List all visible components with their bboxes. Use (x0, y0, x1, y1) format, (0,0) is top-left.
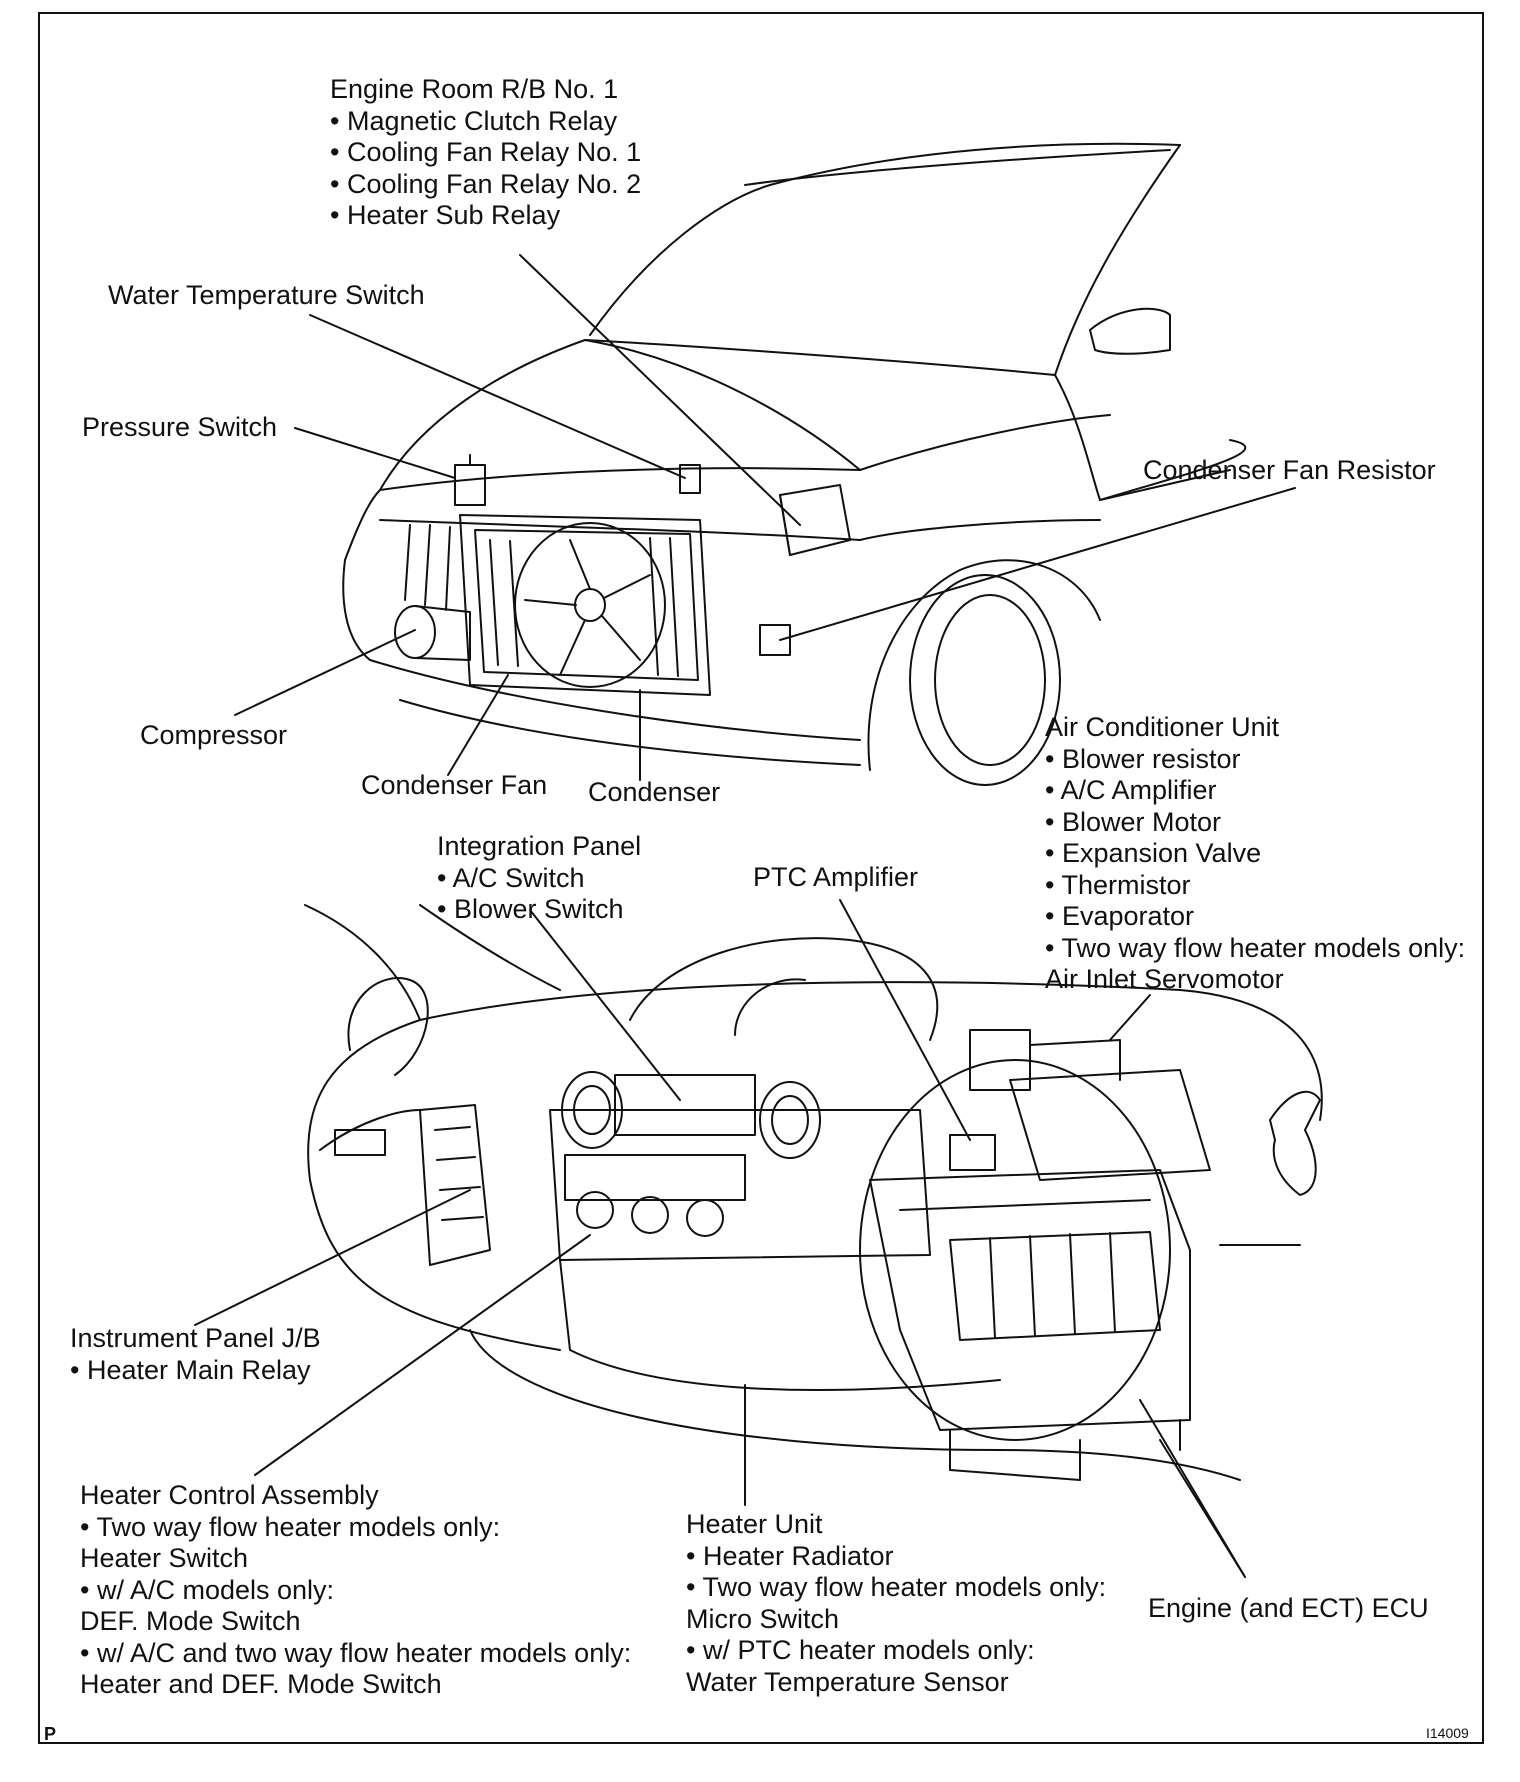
leader-lines-lower (194, 899, 1246, 1578)
compressor-label: Compressor (140, 720, 288, 750)
condenser-label: Condenser (588, 777, 721, 807)
pressure-switch-part (454, 454, 486, 506)
compressor-body (394, 605, 471, 661)
condenser-fan-resistor-part (759, 624, 791, 656)
condenser-fan-resistor-label: Condenser Fan Resistor (1143, 455, 1436, 485)
corner-mark: P (44, 1724, 57, 1744)
diagram-frame (38, 12, 1484, 1744)
relay-block-part (779, 484, 851, 556)
condenser-fan-label: Condenser Fan (361, 770, 548, 800)
car-body-outline (342, 142, 1247, 786)
figure-id: I14009 (1426, 1725, 1469, 1741)
heater-unit-label: Heater Unit • Heater Radiator • Two way … (686, 1509, 1107, 1697)
instrument-panel-jb-label: Instrument Panel J/B • Heater Main Relay (70, 1323, 321, 1385)
leader-lines-upper (234, 254, 1296, 781)
integration-panel-label: Integration Panel • A/C Switch • Blower … (437, 831, 642, 924)
engine-ecu-label: Engine (and ECT) ECU (1148, 1593, 1429, 1623)
heater-ac-unit-body (859, 1029, 1321, 1481)
ptc-amplifier-label: PTC Amplifier (753, 862, 919, 892)
water-temperature-switch-part (679, 464, 701, 494)
air-conditioner-unit-label: Air Conditioner Unit • Blower resistor •… (1045, 712, 1466, 994)
water-temperature-switch-label: Water Temperature Switch (108, 280, 425, 310)
pressure-switch-label: Pressure Switch (82, 412, 278, 442)
heater-control-assembly-label: Heater Control Assembly • Two way flow h… (80, 1480, 632, 1699)
radiator-condenser-assembly (459, 514, 711, 696)
instrument-panel-outline (304, 904, 1323, 1481)
engine-room-rb-label: Engine Room R/B No. 1 • Magnetic Clutch … (330, 74, 642, 230)
